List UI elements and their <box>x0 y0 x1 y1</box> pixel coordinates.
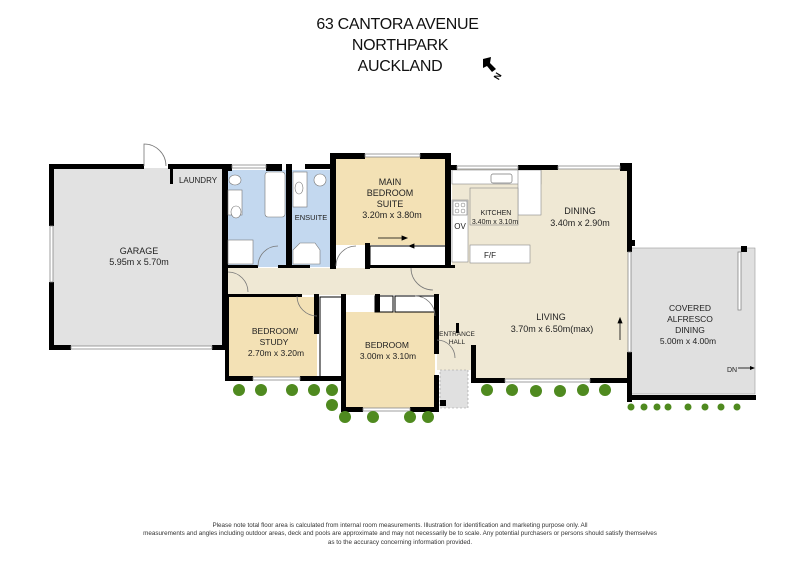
main-bedroom-label-3: SUITE <box>377 199 404 209</box>
garage-size: 5.95m x 5.70m <box>109 257 169 267</box>
north-arrow-icon: N <box>483 57 503 82</box>
kitchen-bench-side <box>517 169 542 216</box>
oven-label: OV <box>454 222 466 231</box>
address-suburb: NORTHPARK <box>351 37 449 54</box>
bedroom-size: 3.00m x 3.10m <box>360 351 416 361</box>
walls <box>49 153 756 412</box>
alfresco-label-1: COVERED <box>669 303 711 313</box>
north-label: N <box>492 71 503 82</box>
bathroom-fixtures <box>227 171 327 265</box>
bedroom-study-floor <box>225 297 317 379</box>
dining-label: DINING <box>564 206 596 216</box>
closet <box>319 296 343 380</box>
stairs-down-label: DN <box>727 367 737 374</box>
alfresco-label-2: ALFRESCO <box>667 314 713 324</box>
entrance-hall-label-2: HALL <box>449 339 466 346</box>
fridge-area <box>469 244 531 264</box>
address-header: 63 CANTORA AVENUE NORTHPARK AUCKLAND <box>0 14 800 77</box>
alfresco-label-3: DINING <box>675 325 705 335</box>
kitchen-left-bench <box>451 199 469 263</box>
sink-icon <box>490 173 513 184</box>
shrubs <box>233 384 741 423</box>
main-bedroom-floor <box>335 156 446 245</box>
disclaimer-line-1: Please note total floor area is calculat… <box>212 522 588 529</box>
disclaimer-line-3: as to the accuracy concerning informatio… <box>327 538 473 546</box>
ensuite-label: ENSUITE <box>295 213 328 222</box>
bedroom-closet <box>394 295 436 313</box>
address-street: 63 CANTORA AVENUE <box>316 16 479 33</box>
kitchen-island <box>469 187 519 226</box>
wardrobe <box>369 245 447 268</box>
bedroom-study-label-2: STUDY <box>260 337 289 347</box>
garage-floor <box>53 168 225 347</box>
living-label: LIVING <box>536 312 566 322</box>
main-bedroom-size: 3.20m x 3.80m <box>362 210 422 220</box>
main-bedroom-label-2: BEDROOM <box>367 188 414 198</box>
bedroom-label: BEDROOM <box>365 340 409 350</box>
fridge-label: F/F <box>484 251 496 260</box>
disclaimer-line-2: measurements and angles including outdoo… <box>143 530 657 538</box>
windows <box>49 153 742 412</box>
hallway-floor <box>227 268 457 295</box>
alfresco-size: 5.00m x 4.00m <box>660 336 716 346</box>
kitchen-size: 3.40m x 3.10m <box>472 219 518 226</box>
bedroom-floor <box>345 312 435 408</box>
dining-size: 3.40m x 2.90m <box>550 218 610 228</box>
stairs-down-arrow <box>738 366 755 370</box>
bedroom-study-label-1: BEDROOM/ <box>252 326 299 336</box>
living-size: 3.70m x 6.50m(max) <box>511 324 594 334</box>
garage-label: GARAGE <box>120 246 159 256</box>
laundry-label: LAUNDRY <box>179 176 218 185</box>
doors <box>143 143 456 359</box>
main-bedroom-label-1: MAIN <box>379 177 402 187</box>
entrance-hall-label-1: ENTRANCE <box>439 331 475 338</box>
cooktop-icon <box>452 200 468 216</box>
kitchen-label: KITCHEN <box>481 210 512 217</box>
disclaimer: Please note total floor area is calculat… <box>0 522 800 547</box>
sliding-door-arrows <box>378 235 623 340</box>
bedroom-study-size: 2.70m x 3.20m <box>248 348 304 358</box>
alfresco-floor <box>629 247 756 395</box>
address-city: AUCKLAND <box>357 58 443 75</box>
